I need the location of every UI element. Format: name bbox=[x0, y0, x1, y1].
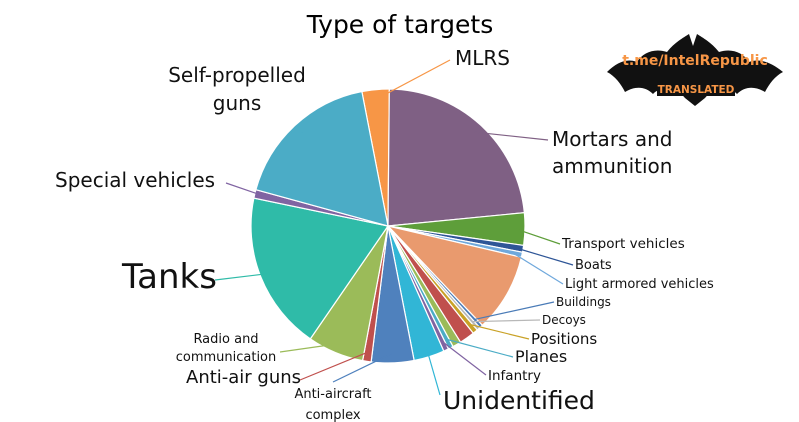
leader-line bbox=[472, 319, 541, 323]
slice-label: Infantry bbox=[488, 368, 541, 384]
chart-title: Type of targets bbox=[306, 10, 493, 39]
leader-line bbox=[300, 111, 323, 133]
leader-line bbox=[425, 347, 441, 396]
leader-line bbox=[513, 246, 574, 266]
leader-line bbox=[441, 340, 487, 376]
slice-label: Special vehicles bbox=[55, 168, 215, 192]
watermark-tag: TRANSLATED bbox=[658, 84, 735, 96]
leader-line bbox=[332, 352, 393, 383]
leader-line bbox=[515, 228, 561, 245]
watermark-channel: t.me/IntelRepublic bbox=[622, 53, 768, 69]
leader-line bbox=[225, 182, 265, 197]
pie-slice bbox=[387, 88, 526, 227]
slice-label: Tanks bbox=[121, 257, 217, 297]
pie-slices bbox=[250, 88, 526, 364]
leader-line bbox=[299, 351, 369, 381]
pie-slice bbox=[250, 197, 390, 340]
leader-line bbox=[279, 343, 340, 353]
bat-logo-icon bbox=[607, 34, 783, 106]
slice-label: Decoys bbox=[542, 313, 586, 327]
slice-label: Anti-air guns bbox=[186, 367, 301, 388]
watermark-logo: t.me/IntelRepublic TRANSLATED bbox=[607, 34, 783, 106]
leader-line bbox=[376, 59, 451, 100]
leader-line bbox=[474, 131, 549, 141]
slice-label: Positions bbox=[531, 330, 597, 348]
pie-slice bbox=[386, 224, 523, 327]
leader-line bbox=[446, 338, 514, 358]
leader-lines bbox=[214, 59, 574, 396]
slice-label: Light armored vehicles bbox=[565, 277, 714, 292]
pie-slice bbox=[255, 90, 389, 227]
slice-label: Unidentified bbox=[443, 386, 595, 415]
slice-label: Boats bbox=[575, 258, 612, 273]
leader-line bbox=[474, 301, 555, 321]
watermark-tag-bar bbox=[657, 82, 735, 96]
leader-line bbox=[214, 272, 270, 281]
slice-label: Transport vehicles bbox=[561, 236, 685, 252]
slice-label: MLRS bbox=[455, 46, 510, 70]
slice-label: Planes bbox=[515, 347, 567, 366]
leader-line bbox=[512, 252, 564, 285]
leader-line bbox=[468, 323, 530, 340]
slice-label: Buildings bbox=[556, 295, 611, 309]
